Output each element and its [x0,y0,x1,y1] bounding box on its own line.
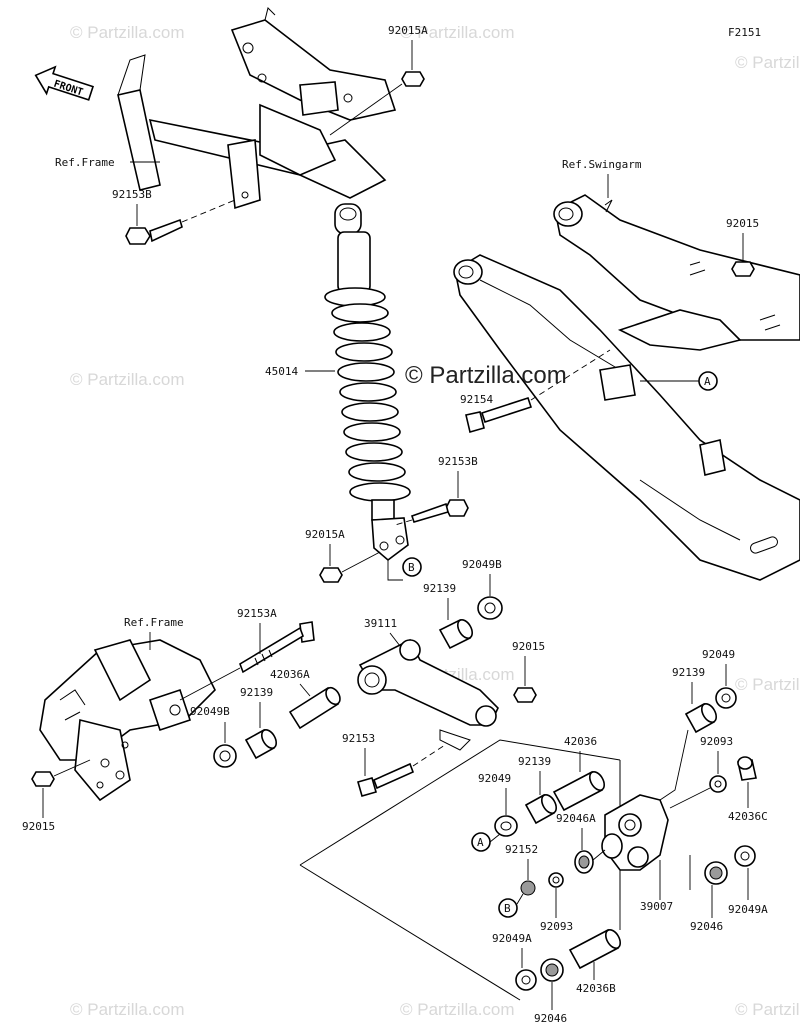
seal-92049B-left [213,744,237,768]
seal-92049A-right [734,845,756,867]
watermark: © Partzilla.com [735,1000,800,1019]
swingarm [453,194,800,581]
part-label-92152: 92152 [505,843,538,856]
part-label-42036: 42036 [564,735,597,748]
callout-a: A [704,375,711,388]
watermark: © Partzilla.com [70,23,185,42]
part-label-92153B-mid: 92153B [438,455,478,468]
part-label-92015-swingarm: 92015 [726,217,759,230]
part-label-92139-mid: 92139 [518,755,551,768]
collar-42036B [568,928,622,970]
bearing-92046-right [704,861,728,885]
part-label-92153B: 92153B [112,188,152,201]
rocker-arm-39111 [357,638,499,751]
part-label-92093-right: 92093 [700,735,733,748]
part-label-92049B-left: 92049B [190,705,230,718]
ref-frame-label-bottom: Ref.Frame [124,616,184,629]
watermark: © Partzilla.com [70,1000,185,1019]
part-label-45014: 45014 [265,365,298,378]
bolt-92153 [357,762,415,797]
sleeve-92139-top [438,618,474,650]
nut-92015-mid [513,687,537,703]
part-label-92049A-bottom: 92049A [492,932,532,945]
part-label-92046-right: 92046 [690,920,723,933]
seal-92049A-bottom [515,969,537,991]
part-label-92015A-mid: 92015A [305,528,345,541]
sleeve-92139-right [684,702,718,734]
watermark: © Partzilla.com [70,370,185,389]
part-label-92153: 92153 [342,732,375,745]
shock-absorber-45014 [324,203,411,562]
nut-92015A-mid [319,567,343,583]
callout-b-icon [402,557,422,577]
watermark: © Partzilla.com [735,675,800,694]
diagram-code: F2151 [728,26,761,39]
bolt-92154 [465,396,533,433]
seal-92049-right [715,687,737,709]
upper-frame [117,7,397,210]
part-label-92049A-right: 92049A [728,903,768,916]
ref-swingarm-label: Ref.Swingarm [562,158,642,171]
callout-b: B [408,561,415,574]
collar-42036 [552,770,606,812]
bearing-92046A [574,850,594,874]
part-label-92046A: 92046A [556,812,596,825]
washer-92093-right [709,775,727,793]
callout-a-bottom: A [477,836,484,849]
front-arrow-icon: FRONT [34,65,95,101]
tie-rod-39007 [601,794,669,871]
part-label-39111: 39111 [364,617,397,630]
part-label-92015-bottom: 92015 [22,820,55,833]
collar-42036C [737,756,757,781]
part-label-92015A: 92015A [388,24,428,37]
washer-92093-bottom [548,872,564,888]
lower-frame [39,639,216,802]
part-label-42036A: 42036A [270,668,310,681]
part-label-92049-right: 92049 [702,648,735,661]
seal-92049B-top [477,596,503,620]
callout-b-bottom: B [504,902,511,915]
part-label-92049B-top: 92049B [462,558,502,571]
bolt-92153B [125,218,183,245]
collar-42036A [288,686,341,730]
part-label-92154: 92154 [460,393,493,406]
washer-92152 [520,880,536,896]
part-label-92049-mid: 92049 [478,772,511,785]
part-label-92139-left: 92139 [240,686,273,699]
sleeve-92139-mid [524,793,558,825]
nut-92015-swingarm [731,261,755,277]
part-label-39007: 39007 [640,900,673,913]
watermark: © Partzilla.com [400,23,515,42]
sleeve-92139-left [244,728,278,760]
part-label-42036C: 42036C [728,810,768,823]
callout-b-icon [498,898,518,918]
nut-92015-bottom [31,771,55,787]
part-label-92139-top: 92139 [423,582,456,595]
part-label-92015-mid: 92015 [512,640,545,653]
bearing-92046-bottom [540,958,564,982]
watermark: © Partzilla.com [400,1000,515,1019]
seal-92049-mid [494,815,518,837]
bolt-92153A [239,621,315,674]
part-label-92093-bottom: 92093 [540,920,573,933]
part-label-92153A: 92153A [237,607,277,620]
nut-92015A [401,71,425,87]
part-label-42036B: 42036B [576,982,616,995]
watermark-center: © Partzilla.com [405,362,567,389]
part-label-92046-bottom: 92046 [534,1012,567,1025]
part-label-92139-right: 92139 [672,666,705,679]
ref-frame-label: Ref.Frame [55,156,115,169]
bolt-92153B-mid [410,499,469,523]
watermark: © Partzilla.com [735,53,800,72]
